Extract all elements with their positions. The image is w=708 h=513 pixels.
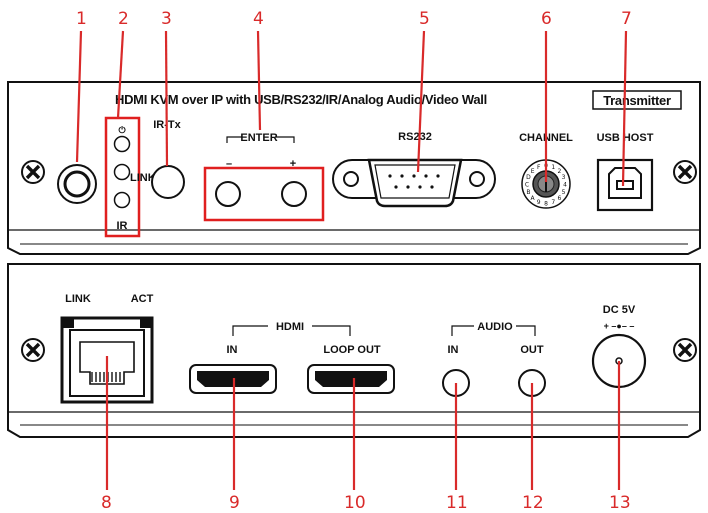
enter-buttons: ENTER – + — [203, 132, 325, 222]
enter-minus-button[interactable] — [215, 181, 241, 207]
dc-label: DC 5V — [603, 304, 636, 316]
dial-digit: F — [537, 164, 541, 171]
dial-digit: E — [531, 168, 535, 175]
audio-in-label: IN — [448, 344, 459, 356]
front-panel: HDMI KVM over IP with USB/RS232/IR/Analo… — [7, 81, 701, 255]
led-indicators: ⏻ LINK IR — [104, 116, 156, 238]
dial-digit: 7 — [551, 199, 555, 206]
audio-out-label: OUT — [520, 344, 544, 356]
callout-1: 1 — [76, 9, 87, 29]
callout-12: 12 — [522, 493, 544, 513]
dial-digit: 1 — [551, 164, 555, 171]
plus-sign: + — [290, 158, 296, 170]
hdmi-in-label: IN — [227, 344, 238, 356]
led-callout-box — [104, 116, 141, 238]
enter-label: ENTER — [240, 132, 277, 144]
callout-2: 2 — [118, 9, 129, 29]
callout-7: 7 — [621, 9, 632, 29]
transmitter-badge: Transmitter — [603, 93, 671, 108]
callout-3: 3 — [161, 9, 172, 29]
minus-sign: – — [226, 158, 232, 170]
dial-digit: 3 — [562, 174, 566, 181]
power-led — [113, 135, 131, 153]
usb-host-port[interactable]: USB HOST — [597, 132, 654, 212]
link-led — [113, 163, 131, 181]
dial-digit: B — [526, 189, 530, 196]
dial-digit: 9 — [537, 199, 541, 206]
callout-10: 10 — [344, 493, 366, 513]
rs232-port[interactable]: RS232 — [332, 131, 496, 208]
hdmi-loop-out-port[interactable] — [307, 364, 395, 394]
enter-callout-box — [203, 166, 325, 222]
dial-digits: 0123456789ABCDEF — [525, 163, 567, 208]
dial-digit: D — [526, 174, 531, 181]
act-label: ACT — [131, 293, 154, 305]
audio-label: AUDIO — [477, 321, 513, 333]
callout-13: 13 — [609, 493, 631, 513]
rear-panel: LINK ACT HDMI IN LOOP OUT — [7, 263, 701, 438]
hdmi-loop-out-label: LOOP OUT — [323, 344, 381, 356]
dial-digit: C — [525, 182, 529, 189]
device-title: HDMI KVM over IP with USB/RS232/IR/Analo… — [115, 92, 487, 107]
screw-rear-left — [21, 338, 45, 362]
callout-6: 6 — [541, 9, 552, 29]
led-ir-label: IR — [117, 220, 128, 232]
callout-9: 9 — [229, 493, 240, 513]
callouts-top: 1 2 3 4 5 6 7 — [75, 9, 632, 187]
dial-digit: 5 — [562, 189, 566, 196]
hdmi-label: HDMI — [276, 321, 304, 333]
led-link-label: LINK — [130, 172, 156, 184]
link-label: LINK — [65, 293, 91, 305]
screw-front-right — [673, 160, 697, 184]
ir-led — [113, 191, 131, 209]
transmitter-badge-box — [592, 90, 682, 110]
power-icon: ⏻ — [118, 125, 126, 135]
rs232-label: RS232 — [398, 131, 432, 143]
screw-rear-right — [673, 338, 697, 362]
screw-front-left — [21, 160, 45, 184]
dial-digit: 4 — [563, 182, 567, 189]
callout-4: 4 — [253, 9, 264, 29]
dial-digit: 6 — [557, 195, 561, 202]
enter-plus-button[interactable] — [281, 181, 307, 207]
front-button[interactable] — [57, 164, 97, 204]
dial-digit: 8 — [544, 201, 548, 208]
callout-8: 8 — [101, 493, 112, 513]
callout-11: 11 — [446, 493, 468, 513]
polarity-icon: + –●– – — [604, 321, 635, 331]
callouts-bottom: 8 9 10 11 12 13 — [101, 356, 631, 513]
callout-5: 5 — [419, 9, 430, 29]
dial-digit: A — [531, 195, 536, 202]
usb-host-label: USB HOST — [597, 132, 654, 144]
dial-digit: 2 — [557, 168, 561, 175]
